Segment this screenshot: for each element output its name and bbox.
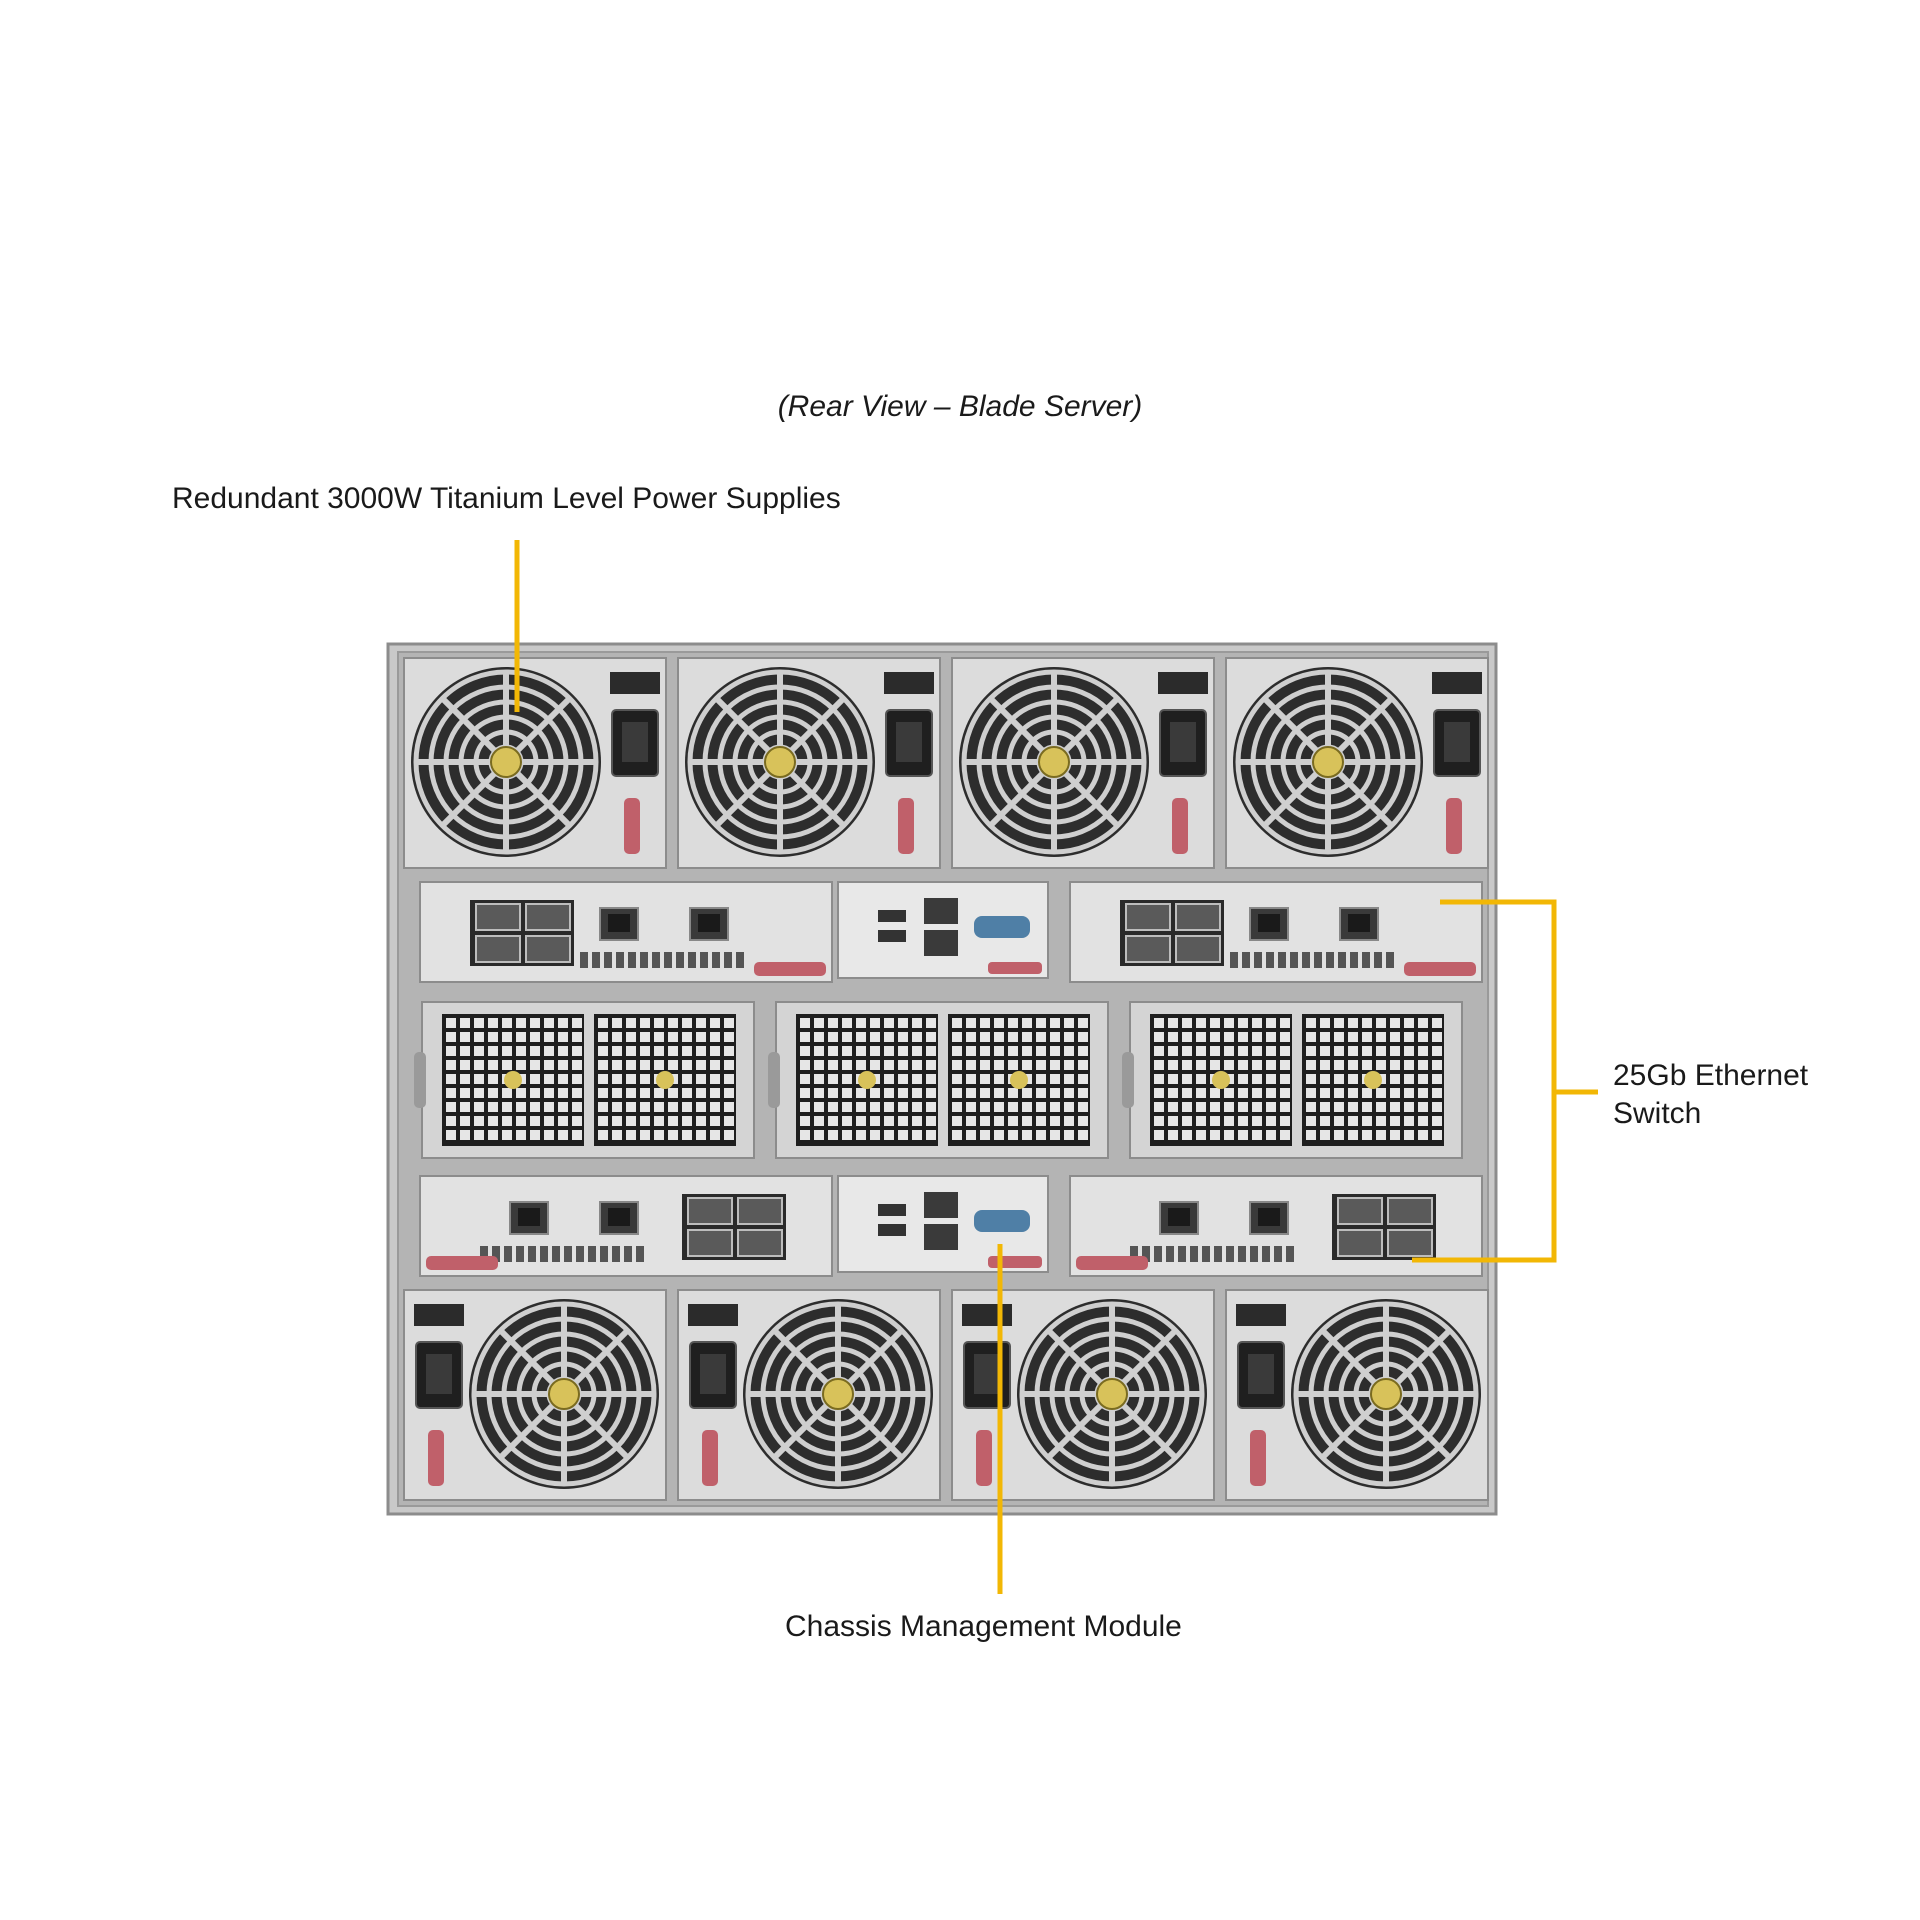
fan-handle: [1122, 1052, 1134, 1108]
rating-label: [884, 672, 934, 694]
rating-label: [1236, 1304, 1286, 1326]
cmm-release-handle: [988, 962, 1042, 974]
fan-grille-icon: [471, 1301, 657, 1487]
ethernet-switch-module-3: [419, 1175, 833, 1277]
fan-grille-icon: [1235, 669, 1421, 855]
qsfp-port-icon: [1120, 900, 1224, 966]
fan-grille-icon: [687, 669, 873, 855]
ethernet-switch-label: 25Gb Ethernet Switch: [1613, 1057, 1808, 1133]
fan-grid-icon: [1302, 1014, 1444, 1146]
cmm-release-handle: [988, 1256, 1042, 1268]
blade-chassis: [386, 642, 1498, 1516]
rating-label: [1158, 672, 1208, 694]
psu-release-handle: [702, 1430, 718, 1486]
callout-leaders: [514, 540, 1598, 1594]
psu-release-handle: [976, 1430, 992, 1486]
serial-port-icon: [974, 1210, 1030, 1232]
power-supply-unit-7: [951, 1289, 1215, 1501]
qsfp-port-icon: [682, 1194, 786, 1260]
fan-grille-icon: [961, 669, 1147, 855]
cooling-fan-module-1: [414, 1001, 755, 1159]
usb-port-icon: [878, 910, 906, 942]
fan-grille-icon: [1019, 1301, 1205, 1487]
switch-release-handle: [426, 1256, 498, 1270]
usb-port-icon: [878, 1204, 906, 1236]
fan-grid-icon: [1150, 1014, 1292, 1146]
power-supply-unit-8: [1225, 1289, 1489, 1501]
fan-handle: [768, 1052, 780, 1108]
rating-label: [962, 1304, 1012, 1326]
rj45-port-icon: [599, 1201, 639, 1235]
fan-grille-icon: [1293, 1301, 1479, 1487]
rating-label: [688, 1304, 738, 1326]
cooling-fan-module-2: [768, 1001, 1109, 1159]
rj45-port-icon: [599, 907, 639, 941]
serial-port-icon: [974, 916, 1030, 938]
power-supply-unit-4: [1225, 657, 1489, 869]
qsfp-port-icon: [1332, 1194, 1436, 1260]
power-supply-unit-6: [677, 1289, 941, 1501]
rj45-port-icon: [1249, 907, 1289, 941]
rj45-port-icon: [924, 1192, 958, 1250]
switch-release-handle: [754, 962, 826, 976]
psu-release-handle: [1172, 798, 1188, 854]
fan-grid-icon: [948, 1014, 1090, 1146]
rj45-port-icon: [924, 898, 958, 956]
power-supplies-label: Redundant 3000W Titanium Level Power Sup…: [172, 482, 841, 515]
rj45-port-icon: [1249, 1201, 1289, 1235]
ethernet-switch-label-line1: 25Gb Ethernet: [1613, 1059, 1809, 1092]
fan-grille-icon: [745, 1301, 931, 1487]
rj45-port-icon: [689, 907, 729, 941]
power-supply-unit-1: [403, 657, 667, 869]
psu-release-handle: [428, 1430, 444, 1486]
ethernet-switch-label-line2: Switch: [1613, 1097, 1702, 1130]
ethernet-switch-module-1: [419, 881, 833, 983]
fan-grid-icon: [594, 1014, 736, 1146]
fan-grid-icon: [796, 1014, 938, 1146]
rj45-port-icon: [509, 1201, 549, 1235]
switch-leader-bracket: [1412, 899, 1557, 1263]
psu-release-handle: [898, 798, 914, 854]
ethernet-switch-module-2: [1069, 881, 1483, 983]
cooling-fan-module-3: [1122, 1001, 1463, 1159]
figure-title: (Rear View – Blade Server): [777, 390, 1143, 423]
chassis-management-module-2: [837, 1175, 1049, 1273]
rating-label: [610, 672, 660, 694]
fan-grid-icon: [442, 1014, 584, 1146]
fan-handle: [414, 1052, 426, 1108]
switch-release-handle: [1076, 1256, 1148, 1270]
psu-release-handle: [1446, 798, 1462, 854]
power-supply-unit-3: [951, 657, 1215, 869]
qsfp-port-icon: [470, 900, 574, 966]
rj45-port-icon: [1159, 1201, 1199, 1235]
psu-release-handle: [624, 798, 640, 854]
power-supply-unit-5: [403, 1289, 667, 1501]
switch-release-handle: [1404, 962, 1476, 976]
rating-label: [414, 1304, 464, 1326]
fan-grille-icon: [413, 669, 599, 855]
psu-release-handle: [1250, 1430, 1266, 1486]
rj45-port-icon: [1339, 907, 1379, 941]
chassis-management-module-1: [837, 881, 1049, 979]
power-supply-unit-2: [677, 657, 941, 869]
cmm-label: Chassis Management Module: [785, 1610, 1182, 1643]
rating-label: [1432, 672, 1482, 694]
